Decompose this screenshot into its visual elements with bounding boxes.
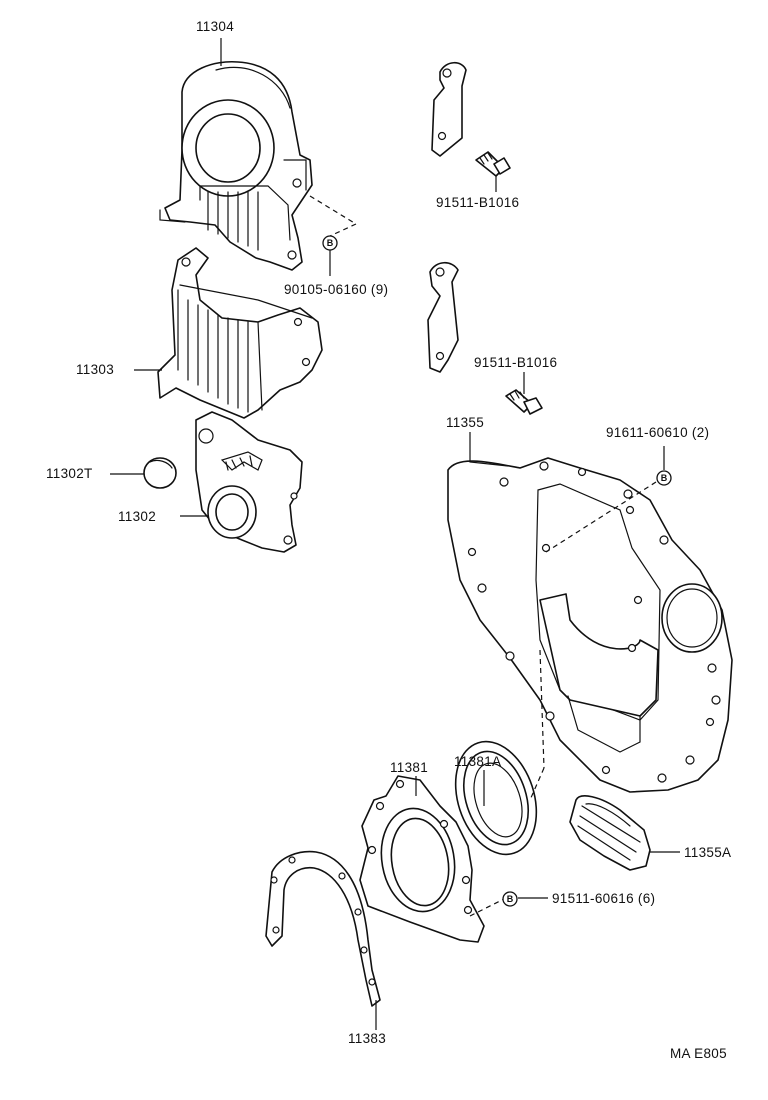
label-91511-B1016-a: 91511-B1016 [436,195,519,210]
label-11381A: 11381A [454,754,501,769]
bracket-lower [427,261,459,373]
plug-11302T [143,457,177,489]
bolt-91511-b [505,389,543,415]
svg-text:B: B [327,238,334,248]
footer-code: MA E805 [670,1046,727,1061]
leader-lines [110,38,680,1030]
bolt-91511-a [475,151,511,177]
gasket-11383 [265,850,381,1007]
end-plate-11355 [447,457,733,793]
label-11302: 11302 [118,509,156,524]
seal-retainer-11381 [359,775,485,943]
label-11383: 11383 [348,1031,386,1046]
cover-plate-11355A [569,795,651,871]
label-91611-60610: 91611-60610 (2) [606,425,709,440]
badge-b-91611: B [656,470,672,486]
label-11304: 11304 [196,19,234,34]
label-11303: 11303 [76,362,114,377]
badge-b-90105: B [322,235,338,251]
label-11381: 11381 [390,760,428,775]
label-11355A: 11355A [684,845,731,860]
label-11355: 11355 [446,415,484,430]
callout-labels: 11304 90105-06160 (9) 11303 11302T 11302… [46,19,731,1061]
middle-timing-cover-11303 [157,247,323,419]
svg-text:B: B [507,894,514,904]
bracket-upper [431,61,467,157]
oil-seal-11381A [454,740,538,856]
upper-timing-cover-11304 [159,60,313,271]
lower-timing-cover-11302 [195,411,303,553]
label-91511-60616: 91511-60616 (6) [552,891,655,906]
svg-text:B: B [661,473,668,483]
label-91511-B1016-b: 91511-B1016 [474,355,557,370]
label-90105-06160: 90105-06160 (9) [284,282,388,297]
alignment-lines [309,195,657,917]
label-11302T: 11302T [46,466,93,481]
badge-b-91511-60616: B [502,891,518,907]
